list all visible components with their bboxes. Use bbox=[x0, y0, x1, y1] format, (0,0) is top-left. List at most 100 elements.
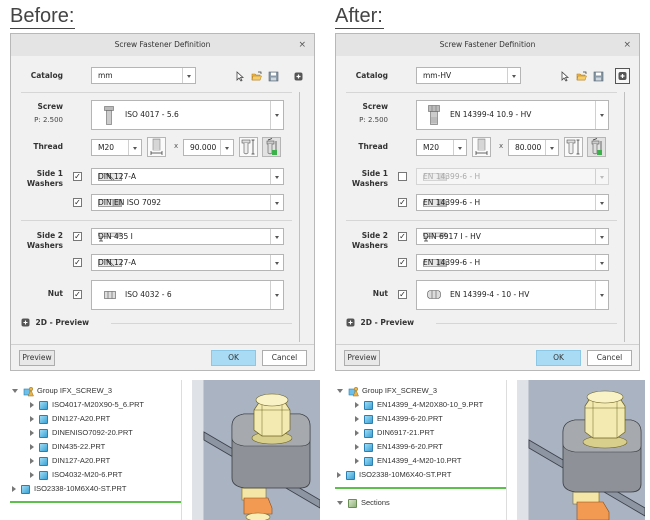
chevron-down-icon[interactable] bbox=[270, 229, 283, 244]
auto-length-button[interactable] bbox=[262, 137, 281, 157]
side2-washer2-checkbox[interactable]: ✓ bbox=[73, 258, 82, 267]
nut-dropdown[interactable]: EN 14399-4 - 10 - HV bbox=[416, 280, 609, 310]
ok-button[interactable]: OK bbox=[211, 350, 256, 366]
thread-size-dropdown[interactable]: M20 bbox=[416, 139, 467, 156]
chevron-down-icon[interactable] bbox=[182, 68, 195, 83]
side1-washer2-checkbox[interactable]: ✓ bbox=[398, 198, 407, 207]
tree-item[interactable]: ISO2338-10M6X40-ST.PRT bbox=[337, 468, 451, 482]
tree-item[interactable]: ISO2338-10M6X40-ST.PRT bbox=[12, 482, 126, 496]
expand-icon[interactable] bbox=[337, 472, 341, 479]
expand-icon[interactable] bbox=[30, 444, 34, 451]
thread-pitch-button[interactable] bbox=[472, 137, 491, 157]
chevron-down-icon[interactable] bbox=[595, 195, 608, 210]
auto-length-button[interactable] bbox=[587, 137, 606, 157]
side2-washer1-dropdown[interactable]: DIN 435 I bbox=[91, 228, 284, 245]
chevron-down-icon[interactable] bbox=[595, 281, 608, 309]
chevron-down-icon[interactable] bbox=[128, 140, 141, 155]
side2-washer2-checkbox[interactable]: ✓ bbox=[398, 258, 407, 267]
chevron-down-icon[interactable] bbox=[507, 68, 520, 83]
collapse-icon[interactable] bbox=[337, 501, 343, 506]
cancel-button[interactable]: Cancel bbox=[587, 350, 632, 366]
open-folder-icon[interactable] bbox=[576, 71, 587, 82]
3d-viewport[interactable] bbox=[192, 380, 320, 520]
chevron-down-icon[interactable] bbox=[270, 195, 283, 210]
close-icon[interactable]: × bbox=[623, 40, 631, 50]
expand-icon[interactable] bbox=[30, 430, 34, 437]
expand-icon[interactable] bbox=[30, 416, 34, 423]
tree-item[interactable]: DIN6917-21.PRT bbox=[355, 426, 434, 440]
expand-plus-icon[interactable] bbox=[293, 71, 304, 82]
screw-length-button[interactable] bbox=[239, 137, 258, 157]
tree-item[interactable]: DINENISO7092-20.PRT bbox=[30, 426, 133, 440]
expand-icon[interactable] bbox=[30, 402, 34, 409]
expand-icon[interactable] bbox=[355, 458, 359, 465]
side1-washer1-checkbox[interactable] bbox=[398, 172, 407, 181]
chevron-down-icon[interactable] bbox=[595, 255, 608, 270]
side2-washer1-checkbox[interactable]: ✓ bbox=[398, 232, 407, 241]
thread-length-dropdown[interactable]: 90.000 bbox=[183, 139, 234, 156]
expand-icon[interactable] bbox=[355, 416, 359, 423]
tree-item[interactable]: EN14399_4-M20-10.PRT bbox=[355, 454, 462, 468]
select-arrow-icon[interactable] bbox=[560, 71, 571, 82]
expand-icon[interactable] bbox=[355, 430, 359, 437]
nut-dropdown[interactable]: ISO 4032 - 6 bbox=[91, 280, 284, 310]
chevron-down-icon[interactable] bbox=[545, 140, 558, 155]
chevron-down-icon[interactable] bbox=[595, 169, 608, 184]
expand-button-active[interactable] bbox=[615, 68, 630, 84]
save-icon[interactable] bbox=[268, 71, 279, 82]
tree-item[interactable]: ISO4017-M20X90-5_6.PRT bbox=[30, 398, 144, 412]
2d-preview-toggle[interactable]: 2D - Preview bbox=[21, 318, 89, 328]
expand-plus-icon[interactable] bbox=[21, 318, 30, 327]
scrollbar[interactable] bbox=[299, 92, 300, 342]
side1-washer1-checkbox[interactable]: ✓ bbox=[73, 172, 82, 181]
expand-icon[interactable] bbox=[355, 402, 359, 409]
chevron-down-icon[interactable] bbox=[270, 101, 283, 129]
screw-dropdown[interactable]: EN 14399-4 10.9 - HV bbox=[416, 100, 609, 130]
expand-icon[interactable] bbox=[355, 444, 359, 451]
tree-group-item[interactable]: Group IFX_SCREW_3 bbox=[337, 384, 437, 398]
tree-item[interactable]: EN14399-6-20.PRT bbox=[355, 412, 443, 426]
3d-viewport[interactable] bbox=[517, 380, 645, 520]
tree-group-item[interactable]: Group IFX_SCREW_3 bbox=[12, 384, 112, 398]
chevron-down-icon[interactable] bbox=[270, 281, 283, 309]
cancel-button[interactable]: Cancel bbox=[262, 350, 307, 366]
catalog-dropdown[interactable]: mm bbox=[91, 67, 196, 84]
side1-washer2-dropdown[interactable]: DIN EN ISO 7092 bbox=[91, 194, 284, 211]
save-icon[interactable] bbox=[593, 71, 604, 82]
tree-item[interactable]: DIN127-A20.PRT bbox=[30, 454, 110, 468]
collapse-icon[interactable] bbox=[12, 389, 18, 394]
side2-washer2-dropdown[interactable]: EN 14399-6 - H bbox=[416, 254, 609, 271]
close-icon[interactable]: × bbox=[298, 40, 306, 50]
side1-washer2-dropdown[interactable]: EN 14399-6 - H bbox=[416, 194, 609, 211]
side1-washer2-checkbox[interactable]: ✓ bbox=[73, 198, 82, 207]
screw-dropdown[interactable]: ISO 4017 - 5.6 bbox=[91, 100, 284, 130]
nut-checkbox[interactable]: ✓ bbox=[73, 290, 82, 299]
nut-checkbox[interactable]: ✓ bbox=[398, 290, 407, 299]
expand-icon[interactable] bbox=[30, 472, 34, 479]
scrollbar[interactable] bbox=[624, 92, 625, 342]
tree-item[interactable]: DIN127-A20.PRT bbox=[30, 412, 110, 426]
side2-washer1-checkbox[interactable]: ✓ bbox=[73, 232, 82, 241]
side2-washer2-dropdown[interactable]: DIN 127-A bbox=[91, 254, 284, 271]
thread-pitch-button[interactable] bbox=[147, 137, 166, 157]
side2-washer1-dropdown[interactable]: DIN 6917 I - HV bbox=[416, 228, 609, 245]
thread-length-dropdown[interactable]: 80.000 bbox=[508, 139, 559, 156]
expand-plus-icon[interactable] bbox=[346, 318, 355, 327]
screw-length-button[interactable] bbox=[564, 137, 583, 157]
ok-button[interactable]: OK bbox=[536, 350, 581, 366]
preview-button[interactable]: Preview bbox=[19, 350, 55, 366]
catalog-dropdown[interactable]: mm-HV bbox=[416, 67, 521, 84]
2d-preview-toggle[interactable]: 2D - Preview bbox=[346, 318, 414, 328]
chevron-down-icon[interactable] bbox=[270, 255, 283, 270]
side1-washer1-dropdown[interactable]: DIN 127-A bbox=[91, 168, 284, 185]
expand-icon[interactable] bbox=[12, 486, 16, 493]
chevron-down-icon[interactable] bbox=[220, 140, 233, 155]
chevron-down-icon[interactable] bbox=[595, 101, 608, 129]
tree-item[interactable]: DIN435-22.PRT bbox=[30, 440, 105, 454]
select-arrow-icon[interactable] bbox=[235, 71, 246, 82]
preview-button[interactable]: Preview bbox=[344, 350, 380, 366]
chevron-down-icon[interactable] bbox=[453, 140, 466, 155]
open-folder-icon[interactable] bbox=[251, 71, 262, 82]
tree-item[interactable]: EN14399_4-M20X80-10_9.PRT bbox=[355, 398, 483, 412]
tree-item[interactable]: ISO4032-M20-6.PRT bbox=[30, 468, 122, 482]
